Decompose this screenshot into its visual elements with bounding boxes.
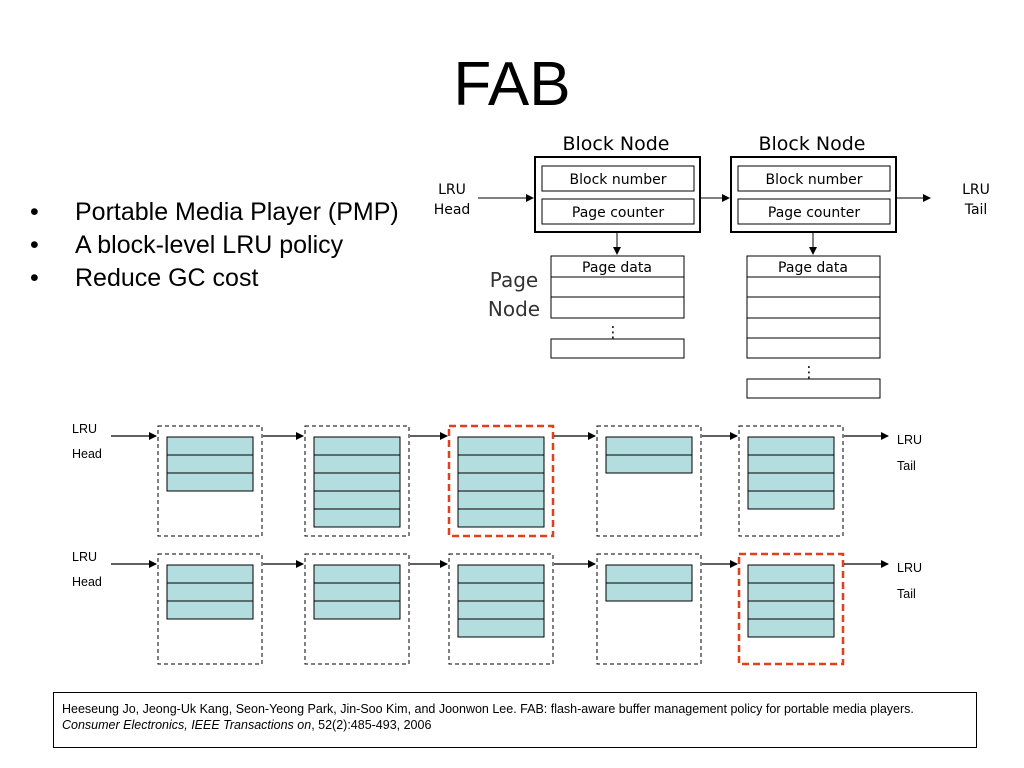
- page-list: Page data ⋮: [550, 255, 685, 359]
- bullet-text: Portable Media Player (PMP): [75, 198, 399, 226]
- page-node-label-top: Page: [490, 268, 538, 292]
- citation-journal: Consumer Electronics, IEEE Transactions …: [62, 718, 312, 732]
- page-counter-field: [541, 198, 695, 225]
- page-counter-label: Page counter: [572, 205, 664, 221]
- page-stack: [313, 436, 401, 528]
- page-stack: [166, 564, 254, 620]
- page-list: Page data ⋮: [746, 255, 881, 399]
- page-data-label: Page data: [582, 260, 652, 276]
- block-number-field: [737, 165, 891, 192]
- lru-tail-label-top: LRU: [962, 182, 990, 198]
- lru-head-label-top: LRU: [72, 422, 97, 436]
- block: [738, 425, 844, 537]
- block-highlighted: [737, 552, 845, 666]
- lru-lists-diagram: LRU Head LRU Tail LRU Head LRU Tail: [72, 422, 922, 666]
- lru-head-label-top: LRU: [72, 550, 97, 564]
- block: [304, 425, 410, 537]
- bullet-item: • A block-level LRU policy: [30, 231, 400, 260]
- block-node-title: Block Node: [562, 133, 669, 155]
- citation-box: Heeseung Jo, Jeong-Uk Kang, Seon-Yeong P…: [53, 692, 977, 748]
- block: [596, 425, 702, 537]
- block-number-label: Block number: [766, 172, 863, 188]
- page-counter-label: Page counter: [768, 205, 860, 221]
- ellipsis-icon: ⋮: [606, 323, 621, 341]
- lru-tail-label-top: LRU: [897, 561, 922, 575]
- lru-head-label-top: LRU: [438, 182, 466, 198]
- block-number-field: [541, 165, 695, 192]
- page-counter-field: [737, 198, 891, 225]
- lru-tail-label-top: LRU: [897, 433, 922, 447]
- lru-head-label-bottom: Head: [72, 447, 102, 461]
- ellipsis-icon: ⋮: [802, 363, 817, 381]
- lru-tail-label-bottom: Tail: [897, 459, 916, 473]
- bullet-marker: •: [30, 231, 39, 259]
- bullet-list: • Portable Media Player (PMP) • A block-le…: [30, 198, 400, 297]
- bullet-marker: •: [30, 264, 39, 292]
- page-stack: [457, 436, 545, 528]
- block: [157, 553, 263, 665]
- lru-tail-label-bottom: Tail: [897, 587, 916, 601]
- fab-structure-diagram: LRU Head LRU Tail Block Node Block numbe…: [434, 133, 990, 399]
- page-stack: [313, 564, 401, 620]
- page-node-label-bottom: Node: [488, 297, 540, 321]
- lru-tail-label-bottom: Tail: [964, 202, 988, 218]
- block: [157, 425, 263, 537]
- lru-head-label-bottom: Head: [434, 202, 471, 218]
- citation-details: , 52(2):485-493, 2006: [311, 718, 432, 732]
- block-node-title: Block Node: [758, 133, 865, 155]
- bullet-text: Reduce GC cost: [75, 264, 259, 292]
- bullet-text: A block-level LRU policy: [75, 231, 344, 259]
- page-stack: [166, 436, 254, 492]
- block-highlighted: [447, 424, 555, 538]
- bullet-item: • Reduce GC cost: [30, 264, 400, 293]
- block: [596, 553, 702, 665]
- page-data-label: Page data: [778, 260, 848, 276]
- block-number-label: Block number: [570, 172, 667, 188]
- block: [448, 553, 554, 665]
- citation-text: Heeseung Jo, Jeong-Uk Kang, Seon-Yeong P…: [62, 702, 914, 716]
- lru-head-label-bottom: Head: [72, 575, 102, 589]
- slide-title: FAB: [453, 50, 571, 119]
- bullet-marker: •: [30, 198, 39, 226]
- bullet-item: • Portable Media Player (PMP): [30, 198, 400, 227]
- block: [304, 553, 410, 665]
